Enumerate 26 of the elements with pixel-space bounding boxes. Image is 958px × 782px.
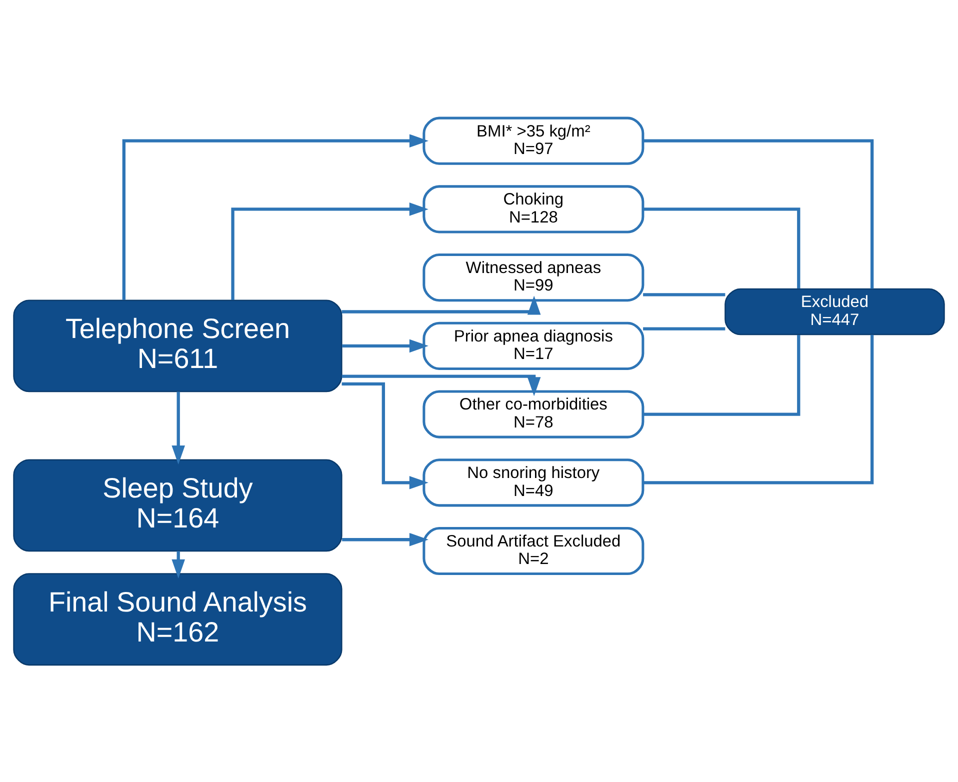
node-box: Final Sound Analysis N=162 bbox=[13, 572, 342, 666]
node-box: Choking N=128 bbox=[422, 184, 644, 233]
connector bbox=[643, 334, 800, 416]
arrow bbox=[342, 532, 428, 546]
arrow bbox=[122, 134, 428, 300]
connector bbox=[643, 326, 726, 330]
arrow bbox=[342, 295, 541, 314]
node-box: BMI* >35 kg/m² N=97 bbox=[422, 116, 644, 164]
arrow bbox=[342, 374, 541, 396]
node-box: Witnessed apneas N=99 bbox=[422, 253, 644, 302]
node-box: Prior apnea diagnosis N=17 bbox=[422, 321, 644, 370]
node-box: Excluded N=447 bbox=[724, 288, 945, 335]
connector bbox=[643, 334, 874, 484]
node-box: Telephone Screen N=611 bbox=[13, 299, 342, 392]
arrow bbox=[342, 382, 428, 489]
node-box: No snoring history N=49 bbox=[422, 458, 644, 506]
node-box: Sound Artifact Excluded N=2 bbox=[422, 526, 644, 575]
connector bbox=[643, 207, 800, 288]
arrow bbox=[231, 202, 428, 300]
arrow bbox=[172, 550, 185, 578]
connector bbox=[643, 138, 874, 288]
arrow bbox=[342, 338, 428, 352]
node-box: Sleep Study N=164 bbox=[13, 458, 342, 552]
node-box: Other co-morbidities N=78 bbox=[422, 390, 644, 438]
arrow bbox=[172, 391, 185, 464]
connector bbox=[643, 292, 726, 296]
